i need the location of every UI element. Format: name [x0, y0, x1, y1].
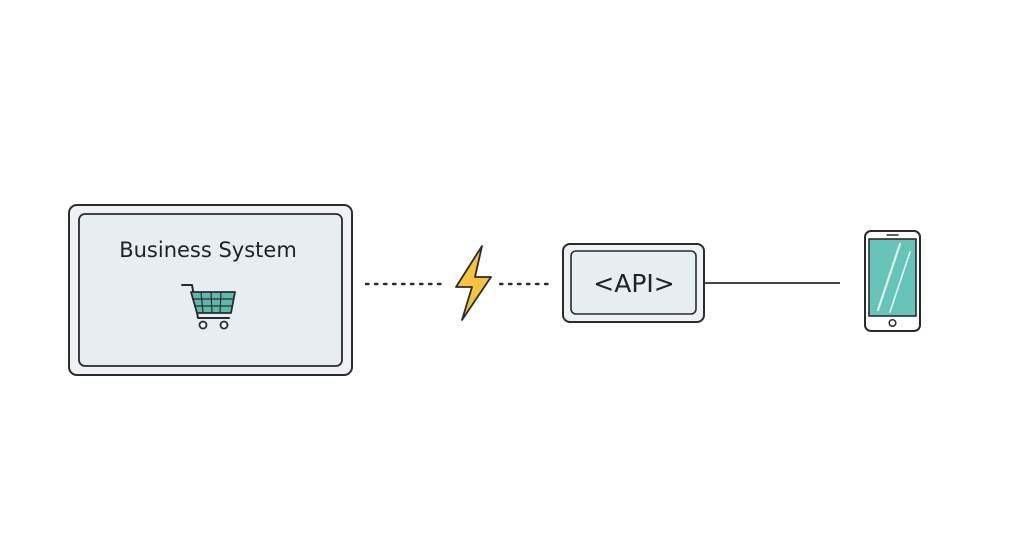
- lightning-bolt-icon: [455, 245, 492, 321]
- dotted-connector: [364, 245, 554, 321]
- smartphone-icon: [864, 230, 921, 332]
- business-system-label: Business System: [119, 238, 297, 262]
- phone-home-button: [888, 318, 897, 328]
- api-inner-panel: [570, 250, 697, 315]
- api-node: <API>: [562, 243, 705, 323]
- api-label: <API>: [593, 269, 674, 298]
- business-system-node: Business System: [68, 204, 353, 376]
- business-system-inner-panel: [78, 213, 343, 367]
- shopping-cart-icon: [181, 284, 236, 330]
